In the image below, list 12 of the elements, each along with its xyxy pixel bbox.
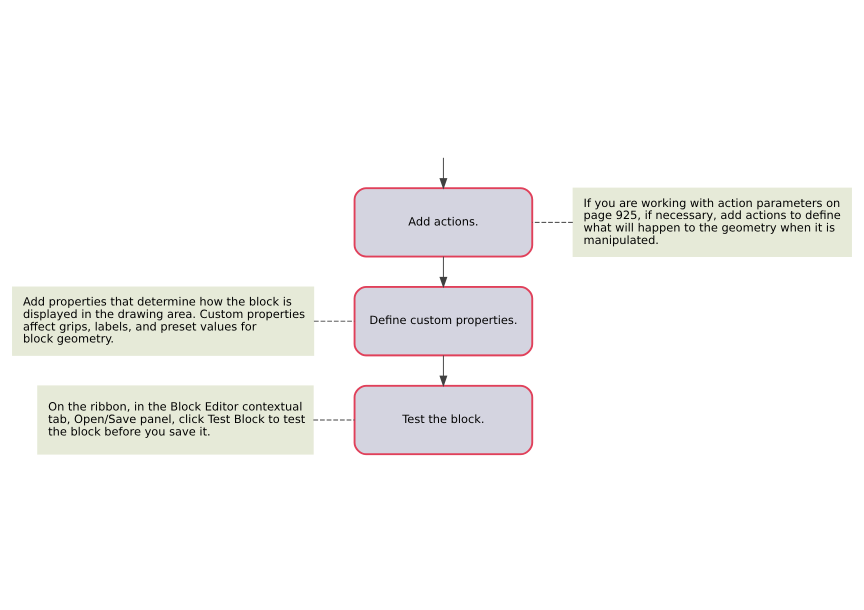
connector <box>312 419 355 420</box>
connector <box>313 320 355 322</box>
node-box: If you are working with action parameters on page 925, if necessary, add actions to define what will happen to the geometry when it is manipulated. <box>572 187 852 257</box>
arrow <box>439 354 448 387</box>
node-box: Test the block. <box>354 384 534 455</box>
arrow <box>439 156 448 190</box>
node-box: On the ribbon, in the Block Editor contextual tab, Open/Save panel, click Test Block to test the block before you save it. <box>37 384 314 454</box>
arrow <box>439 256 448 288</box>
node-box: Add actions. <box>354 186 534 258</box>
node-box: Define custom properties. <box>354 286 534 356</box>
node-box: Add properties that determine how the block is displayed in the drawing area. Custom properties affect grips, labels, and preset values for block geometry. <box>12 286 314 356</box>
connector <box>532 221 574 222</box>
